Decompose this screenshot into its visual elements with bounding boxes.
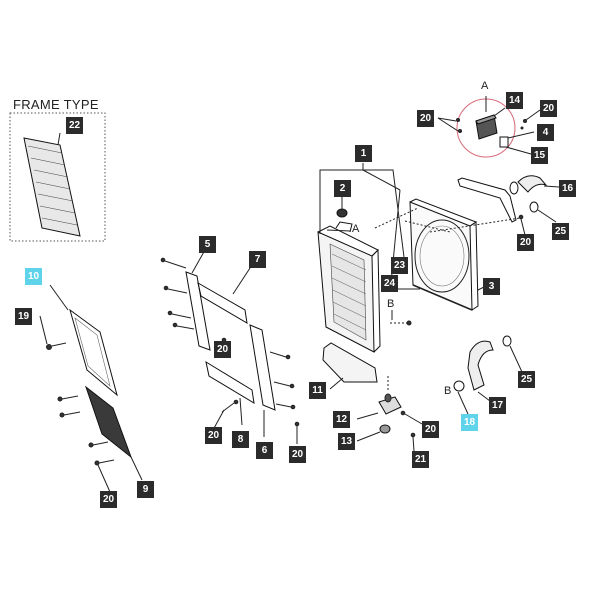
callout-16[interactable]: 16 bbox=[559, 180, 576, 197]
callout-20[interactable]: 20 bbox=[100, 491, 117, 508]
part-13-nut bbox=[379, 424, 391, 434]
callout-11[interactable]: 11 bbox=[309, 382, 326, 399]
callout-20[interactable]: 20 bbox=[289, 446, 306, 463]
callout-19[interactable]: 19 bbox=[15, 308, 32, 325]
part-3-shroud bbox=[409, 201, 473, 311]
part-6-plate bbox=[249, 324, 276, 411]
callout-20[interactable]: 20 bbox=[422, 421, 439, 438]
callout-10[interactable]: 10 bbox=[25, 268, 42, 285]
callout-12[interactable]: 12 bbox=[333, 411, 350, 428]
callout-25[interactable]: 25 bbox=[518, 371, 535, 388]
callout-20[interactable]: 20 bbox=[417, 110, 434, 127]
frame-type-box bbox=[9, 112, 106, 242]
part-22-screen bbox=[23, 137, 81, 237]
upper-bracket bbox=[457, 177, 517, 223]
part-7-bracket bbox=[197, 281, 248, 324]
callout-22[interactable]: 22 bbox=[66, 117, 83, 134]
part-2-cap bbox=[336, 208, 348, 218]
letter-b-mid: B bbox=[387, 298, 395, 310]
letter-b-low: B bbox=[444, 385, 452, 397]
part-17-hose bbox=[467, 340, 494, 391]
callout-1[interactable]: 1 bbox=[355, 145, 372, 162]
letter-a-top: A bbox=[481, 80, 489, 92]
callout-20[interactable]: 20 bbox=[214, 341, 231, 358]
callout-17[interactable]: 17 bbox=[489, 397, 506, 414]
letter-a-mid: A bbox=[352, 223, 360, 235]
callout-7[interactable]: 7 bbox=[249, 251, 266, 268]
frame-type-title: FRAME TYPE bbox=[13, 97, 99, 112]
callout-5[interactable]: 5 bbox=[199, 236, 216, 253]
callout-24[interactable]: 24 bbox=[381, 275, 398, 292]
callout-20[interactable]: 20 bbox=[517, 234, 534, 251]
callout-9[interactable]: 9 bbox=[137, 481, 154, 498]
callout-13[interactable]: 13 bbox=[338, 433, 355, 450]
part-11-baffle bbox=[322, 342, 378, 383]
callout-8[interactable]: 8 bbox=[232, 431, 249, 448]
part-5-plate bbox=[185, 271, 211, 351]
part-16-hose bbox=[517, 175, 548, 193]
callout-20[interactable]: 20 bbox=[540, 100, 557, 117]
callout-20[interactable]: 20 bbox=[205, 427, 222, 444]
callout-21[interactable]: 21 bbox=[412, 451, 429, 468]
callout-4[interactable]: 4 bbox=[537, 124, 554, 141]
callout-15[interactable]: 15 bbox=[531, 147, 548, 164]
callout-6[interactable]: 6 bbox=[256, 442, 273, 459]
callout-23[interactable]: 23 bbox=[391, 257, 408, 274]
part-8-bracket bbox=[205, 360, 255, 404]
callout-3[interactable]: 3 bbox=[483, 278, 500, 295]
part-10-frame bbox=[69, 308, 118, 397]
callout-2[interactable]: 2 bbox=[334, 180, 351, 197]
callout-14[interactable]: 14 bbox=[506, 92, 523, 109]
callout-25[interactable]: 25 bbox=[552, 223, 569, 240]
callout-18[interactable]: 18 bbox=[461, 414, 478, 431]
